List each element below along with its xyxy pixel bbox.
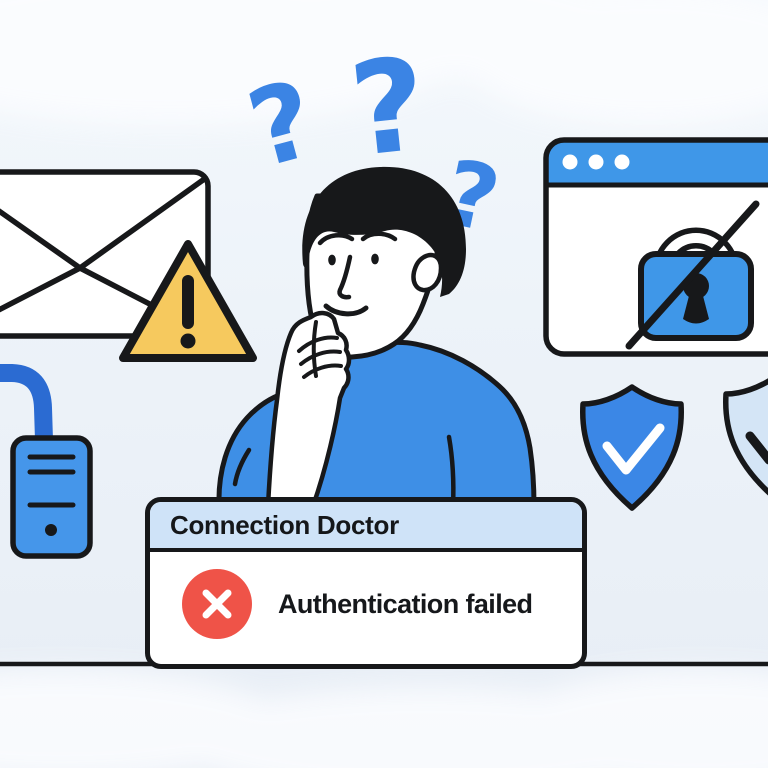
ear-icon (411, 252, 444, 293)
dialog-message: Authentication failed (278, 588, 533, 619)
right-eyebrow (360, 231, 398, 242)
hand-on-chin (265, 310, 352, 509)
crossed-padlock-icon (625, 200, 760, 350)
check-mark (602, 423, 665, 475)
mouth-frown (323, 303, 369, 317)
dialog-title: Connection Doctor (170, 509, 399, 540)
connection-doctor-dialog: Connection Doctor Authentication failed (145, 497, 587, 669)
thinking-person (216, 166, 537, 509)
power-cable-icon (0, 364, 53, 449)
device-led (45, 524, 57, 536)
left-eyebrow (317, 233, 355, 246)
elbow-fold-line (232, 447, 252, 487)
server-device-icon (10, 435, 93, 559)
slash-line (625, 200, 760, 350)
shield-check-icon (579, 384, 685, 511)
person-hair (302, 166, 466, 297)
question-mark-center: ? (344, 30, 433, 186)
left-eye (328, 254, 336, 266)
window-dots-icon (562, 154, 630, 170)
person-face-features (317, 231, 398, 317)
dialog-title-bar: Connection Doctor (150, 502, 582, 552)
browser-window-icon (543, 137, 768, 357)
dialog-body: Authentication failed (150, 552, 582, 656)
right-eye (371, 253, 379, 265)
error-x-circle-icon (182, 569, 252, 639)
finger-lines (297, 320, 343, 379)
check-mark (745, 431, 768, 465)
nose (337, 254, 353, 300)
shield-check-light-icon (722, 378, 768, 496)
warning-triangle-icon (119, 240, 257, 362)
x-mark (202, 589, 232, 619)
